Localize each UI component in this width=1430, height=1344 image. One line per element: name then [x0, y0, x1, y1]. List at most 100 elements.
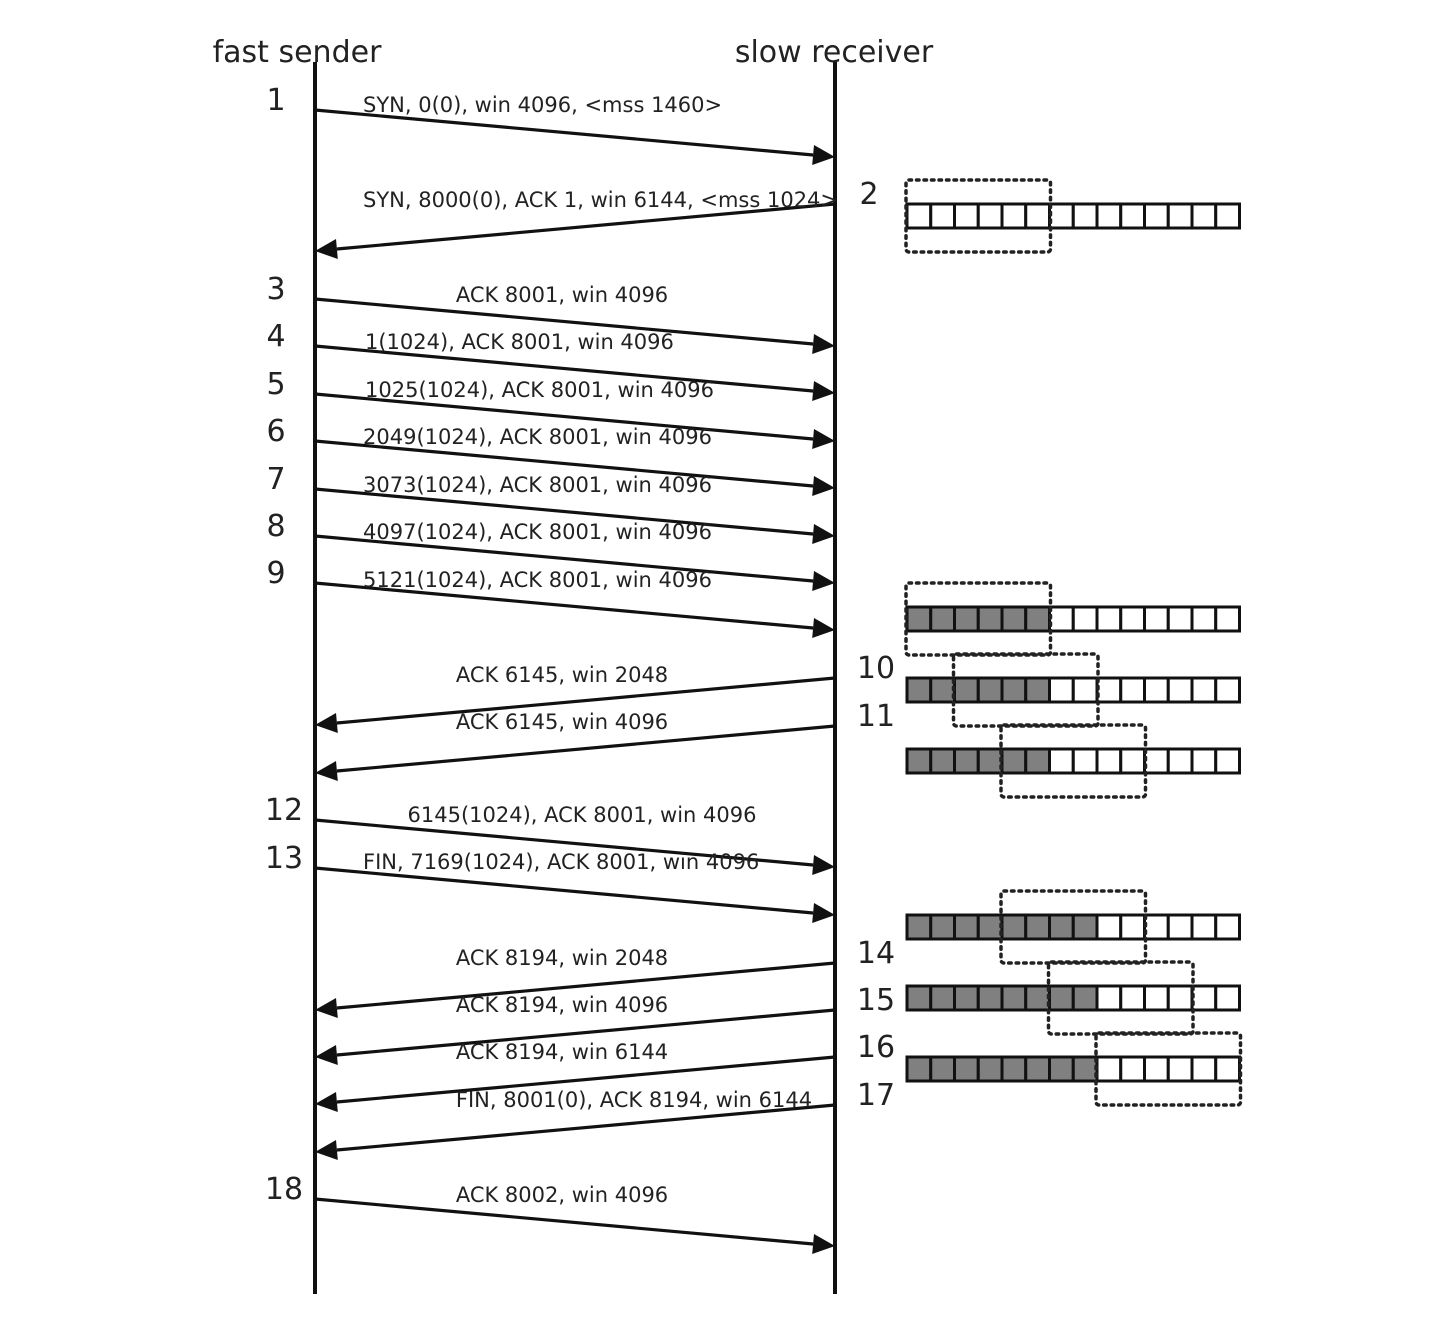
- filled-cell: [953, 984, 980, 1012]
- empty-cell: [1143, 984, 1170, 1012]
- message-line: [314, 1197, 814, 1246]
- sender-title: fast sender: [213, 35, 382, 70]
- message-line: [336, 1008, 836, 1057]
- message-line: [314, 534, 814, 583]
- arrowhead: [812, 855, 835, 875]
- filled-cell: [953, 747, 980, 775]
- message-label: SYN, 8000(0), ACK 1, win 6144, <mss 1024…: [363, 188, 838, 212]
- arrowhead: [315, 239, 338, 259]
- empty-cell: [1214, 747, 1241, 775]
- empty-cell: [1048, 202, 1075, 230]
- message-label: 1(1024), ACK 8001, win 4096: [365, 330, 674, 354]
- empty-cell: [1190, 747, 1218, 775]
- message-label: FIN, 7169(1024), ACK 8001, win 4096: [363, 850, 759, 874]
- filled-cell: [953, 605, 980, 633]
- empty-cell: [1119, 913, 1146, 941]
- sequence-number: 9: [266, 556, 285, 591]
- empty-cell: [1214, 1055, 1241, 1083]
- window-frame: [1094, 1031, 1243, 1107]
- window-buffer: [905, 960, 1241, 1036]
- message-arrow: SYN, 8000(0), ACK 1, win 6144, <mss 1024…: [315, 177, 879, 259]
- empty-cell: [1000, 202, 1028, 230]
- message-line: [336, 676, 836, 725]
- message-line: [314, 108, 814, 157]
- message-line: [336, 202, 836, 251]
- filled-cell: [905, 1055, 933, 1083]
- window-frame: [904, 178, 1053, 254]
- empty-cell: [1048, 605, 1075, 633]
- empty-cell: [1095, 605, 1123, 633]
- empty-cell: [1190, 913, 1218, 941]
- empty-cell: [1095, 984, 1123, 1012]
- sequence-number: 3: [266, 272, 285, 307]
- sequence-number: 10: [857, 651, 895, 686]
- window-buffer: [905, 652, 1241, 728]
- sequence-number: 18: [265, 1172, 303, 1207]
- empty-cell: [1166, 913, 1194, 941]
- filled-cell: [1024, 1055, 1051, 1083]
- sequence-number: 1: [266, 83, 285, 118]
- filled-cell: [1000, 1055, 1028, 1083]
- empty-cell: [1166, 747, 1194, 775]
- filled-cell: [1071, 913, 1099, 941]
- empty-cell: [1071, 605, 1099, 633]
- filled-cell: [1024, 747, 1051, 775]
- filled-cell: [1024, 984, 1051, 1012]
- filled-cell: [1071, 984, 1099, 1012]
- arrowhead: [812, 618, 835, 638]
- empty-cell: [1095, 1055, 1123, 1083]
- empty-cell: [1095, 202, 1123, 230]
- sequence-number: 5: [266, 367, 285, 402]
- sequence-number: 7: [266, 462, 285, 497]
- filled-cell: [929, 605, 956, 633]
- empty-cell: [1166, 984, 1194, 1012]
- filled-cell: [905, 605, 933, 633]
- filled-cell: [929, 984, 956, 1012]
- filled-cell: [976, 747, 1004, 775]
- empty-cell: [929, 202, 956, 230]
- empty-cell: [1214, 202, 1241, 230]
- filled-cell: [1000, 605, 1028, 633]
- filled-cell: [1024, 605, 1051, 633]
- message-line: [336, 724, 836, 773]
- filled-cell: [1024, 676, 1051, 704]
- arrowhead: [315, 1140, 338, 1160]
- arrowhead: [315, 998, 338, 1018]
- message-label: 6145(1024), ACK 8001, win 4096: [408, 803, 757, 827]
- filled-cell: [953, 913, 980, 941]
- empty-cell: [1190, 202, 1218, 230]
- sequence-number: 16: [857, 1030, 895, 1065]
- filled-cell: [905, 676, 933, 704]
- empty-cell: [905, 202, 933, 230]
- window-buffer: [905, 723, 1241, 799]
- empty-cell: [1166, 1055, 1194, 1083]
- empty-cell: [1095, 676, 1123, 704]
- window-buffer: [904, 581, 1241, 657]
- empty-cell: [1119, 202, 1146, 230]
- empty-cell: [1143, 913, 1170, 941]
- empty-cell: [1143, 1055, 1170, 1083]
- message-label: FIN, 8001(0), ACK 8194, win 6144: [456, 1088, 812, 1112]
- filled-cell: [1000, 747, 1028, 775]
- filled-cell: [929, 676, 956, 704]
- filled-cell: [929, 913, 956, 941]
- filled-cell: [976, 1055, 1004, 1083]
- message-label: ACK 8001, win 4096: [456, 283, 668, 307]
- filled-cell: [1000, 913, 1028, 941]
- arrowhead: [812, 334, 835, 354]
- message-label: ACK 8194, win 2048: [456, 946, 668, 970]
- sequence-number: 15: [857, 983, 895, 1018]
- empty-cell: [1214, 984, 1241, 1012]
- arrowhead: [812, 524, 835, 544]
- empty-cell: [1166, 202, 1194, 230]
- empty-cell: [1071, 676, 1099, 704]
- window-frame: [999, 889, 1148, 965]
- sequence-number: 13: [265, 841, 303, 876]
- filled-cell: [976, 605, 1004, 633]
- message-line: [336, 1103, 836, 1152]
- sequence-number: 6: [266, 414, 285, 449]
